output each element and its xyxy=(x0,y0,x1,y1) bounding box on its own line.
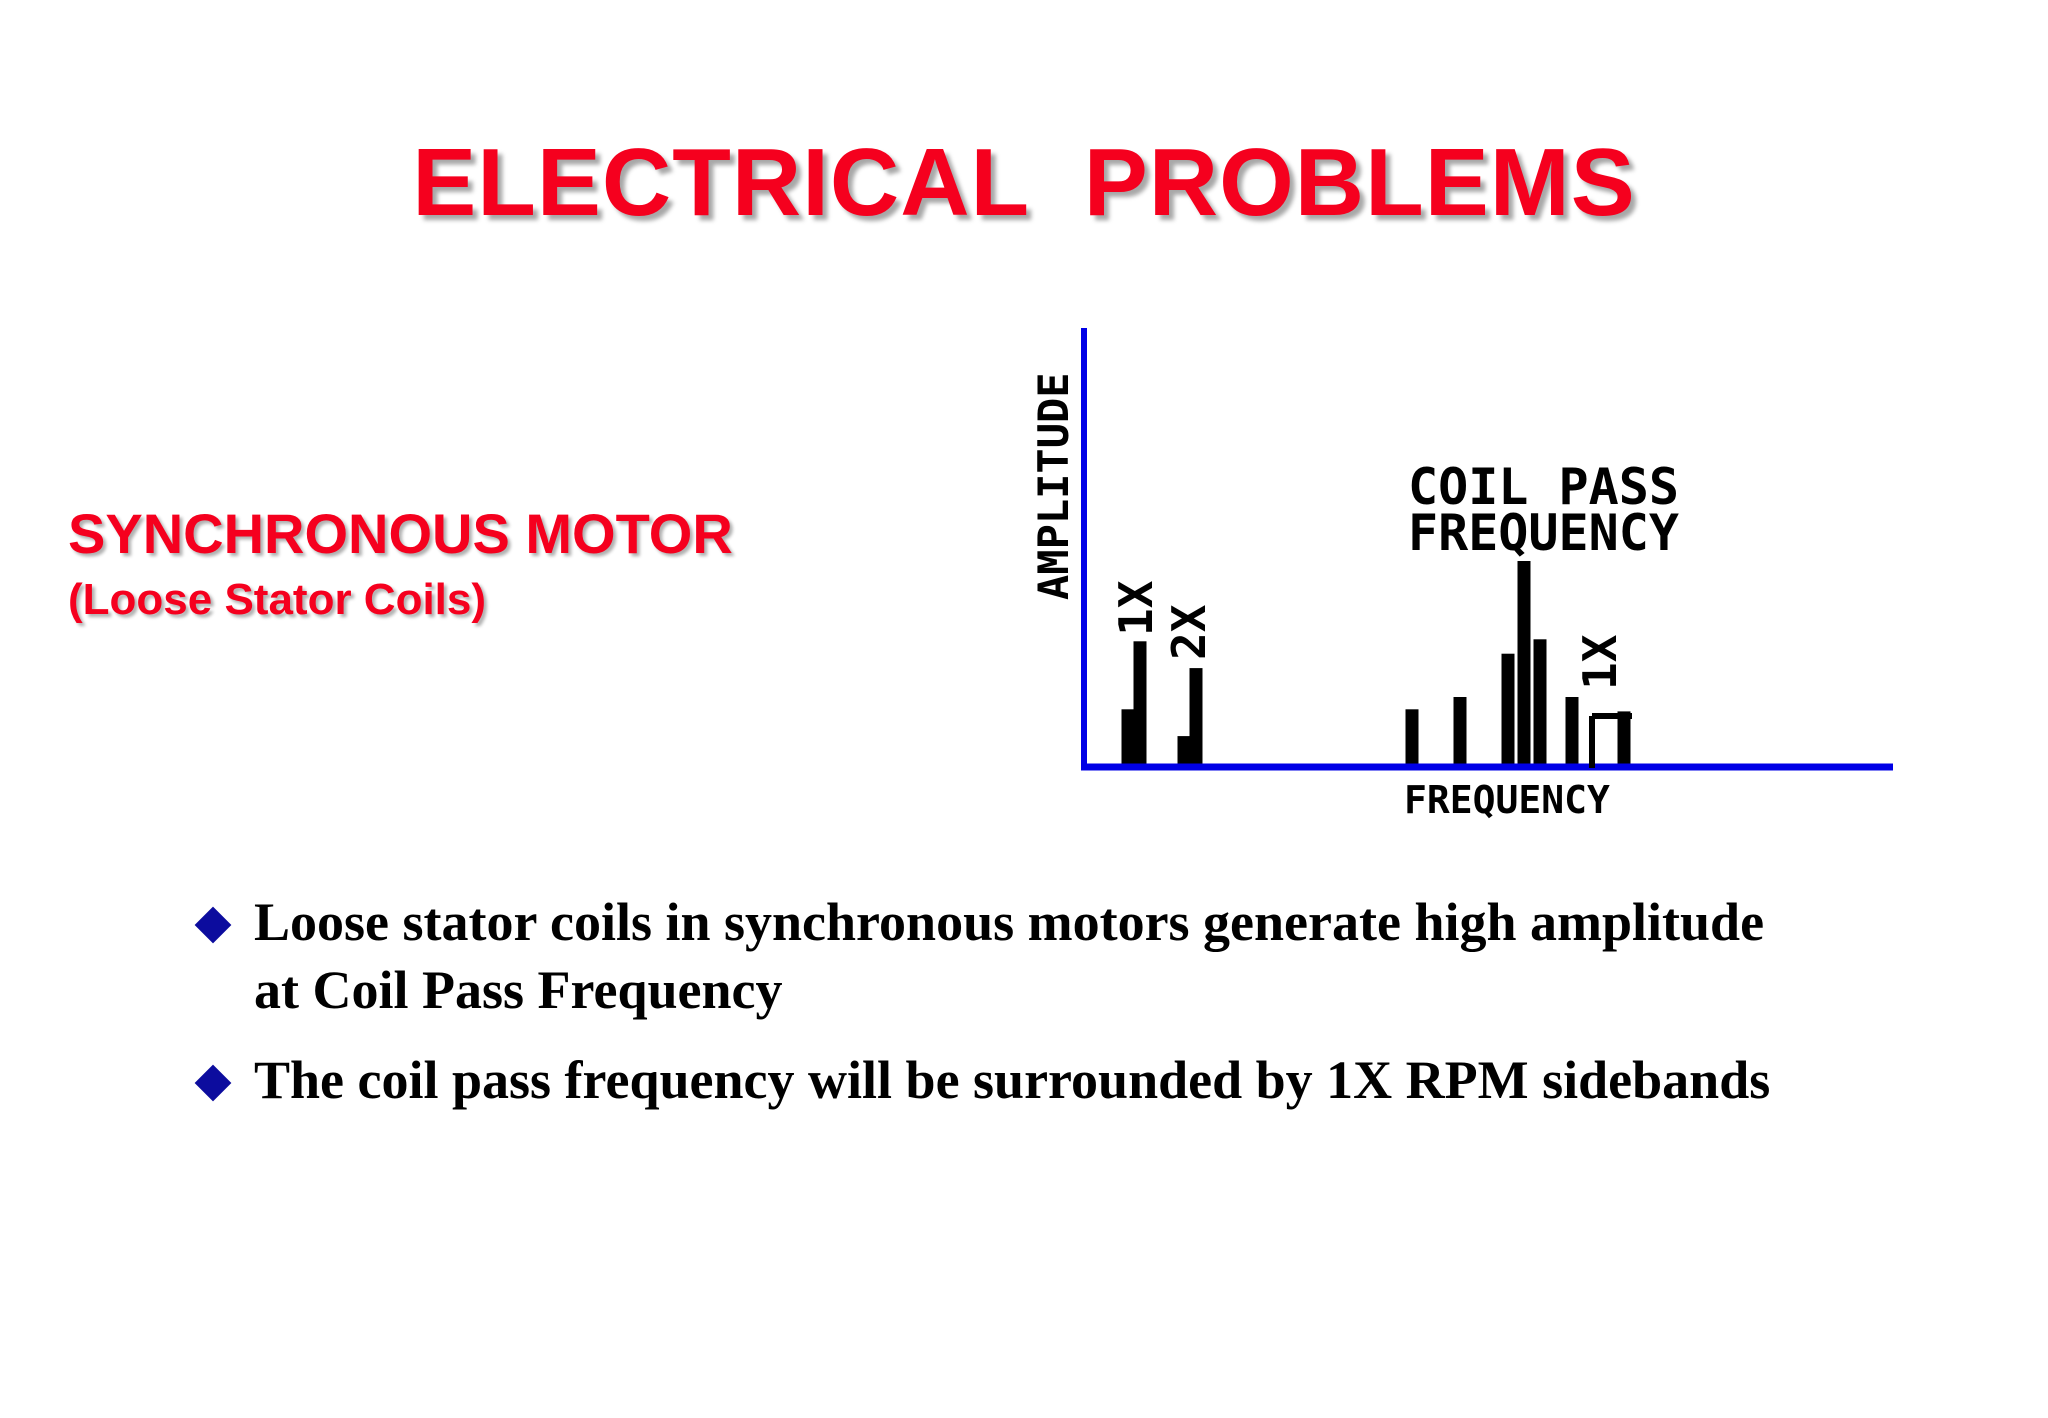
bullet-item: The coil pass frequency will be surround… xyxy=(194,1046,1796,1114)
spectrum-bar-1 xyxy=(1121,709,1135,767)
annotation-line-1: COIL PASS xyxy=(1408,458,1679,516)
spectrum-bar-8 xyxy=(1517,561,1531,767)
spectrum-bar-11 xyxy=(1617,711,1631,767)
subtitle-line-1: SYNCHRONOUS MOTOR xyxy=(68,502,733,565)
annotation-line-2: FREQUENCY xyxy=(1408,504,1679,562)
spectrum-bar-2 xyxy=(1133,641,1147,767)
subtitle-line-2: (Loose Stator Coils) xyxy=(68,575,487,624)
spectrum-bar-10 xyxy=(1565,697,1579,767)
peak-label-2x: 2X xyxy=(1162,604,1216,660)
bullet-text: The coil pass frequency will be surround… xyxy=(254,1050,1771,1110)
sideband-bracket xyxy=(1589,713,1632,768)
spectrum-bar-6 xyxy=(1453,697,1467,767)
bullet-list: Loose stator coils in synchronous motors… xyxy=(194,888,1796,1136)
subtitle: SYNCHRONOUS MOTOR (Loose Stator Coils) xyxy=(68,498,733,630)
bars-group xyxy=(1121,561,1631,767)
diamond-icon xyxy=(194,1064,232,1102)
spectrum-bar-4 xyxy=(1189,668,1203,767)
bullet-text: Loose stator coils in synchronous motors… xyxy=(254,892,1765,1020)
spectrum-bar-5 xyxy=(1405,709,1419,767)
bullet-item: Loose stator coils in synchronous motors… xyxy=(194,888,1796,1024)
spectrum-bar-7 xyxy=(1501,653,1515,767)
spectrum-bar-9 xyxy=(1533,639,1547,767)
x-axis-label: FREQUENCY xyxy=(1404,778,1610,822)
y-axis-label: AMPLITUDE xyxy=(1029,372,1078,600)
peak-label-1x: 1X xyxy=(1109,580,1163,636)
slide-title: ELECTRICAL PROBLEMS xyxy=(412,129,1636,236)
diamond-icon xyxy=(194,906,232,944)
peak-label-sideband-1x: 1X xyxy=(1573,634,1627,690)
spectrum-bar-3 xyxy=(1177,736,1191,767)
